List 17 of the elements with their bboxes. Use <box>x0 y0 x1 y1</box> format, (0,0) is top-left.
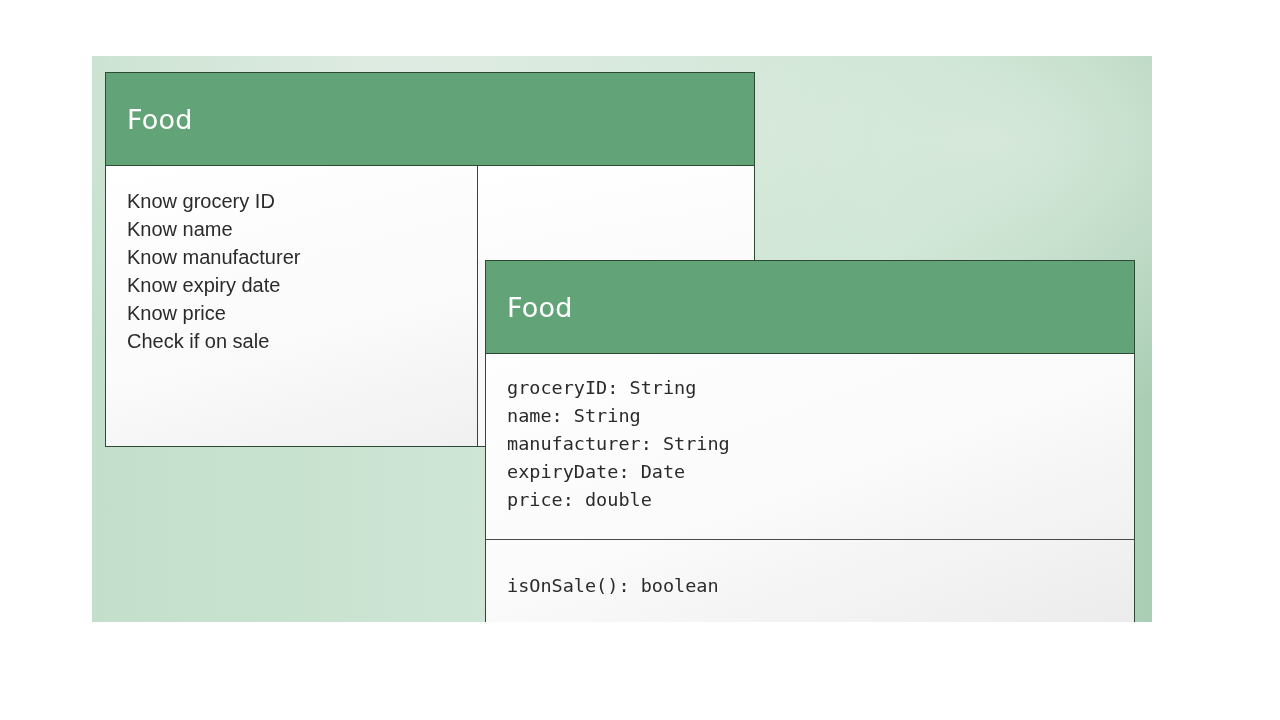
attribute-text: groceryID: String <box>507 376 697 400</box>
responsibility-text: Know name <box>127 217 233 242</box>
responsibility-text: Know price <box>127 301 226 326</box>
responsibility-text: Check if on sale <box>127 329 270 354</box>
responsibility-text: Know manufacturer <box>127 245 301 270</box>
class-card <box>485 260 1135 622</box>
collaborators-section <box>478 166 754 260</box>
class-name: Food <box>127 103 193 135</box>
attribute-text: name: String <box>507 404 641 428</box>
method-text: isOnSale(): boolean <box>507 574 719 598</box>
attribute-text: expiryDate: Date <box>507 460 686 484</box>
attribute-text: price: double <box>507 488 652 512</box>
class-name: Food <box>507 291 573 323</box>
responsibilities-section <box>106 166 478 446</box>
responsibility-text: Know expiry date <box>127 273 281 298</box>
attribute-text: manufacturer: String <box>507 432 730 456</box>
responsibility-text: Know grocery ID <box>127 189 275 214</box>
